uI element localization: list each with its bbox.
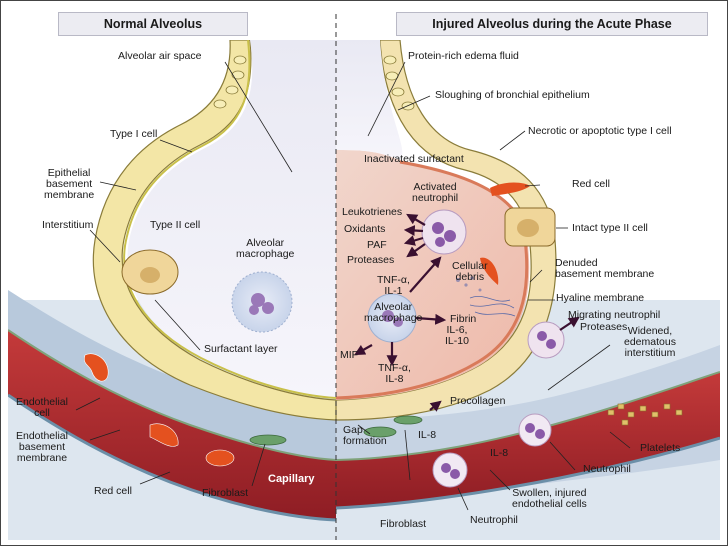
label-widened-interstitium: Widened, edematous interstitium [624,325,676,359]
label-proteases-center: Proteases [347,254,395,266]
leader-lines [75,61,631,511]
label-platelets: Platelets [640,442,681,454]
migrating-neutrophil [527,321,565,359]
label-red-cell-left: Red cell [94,485,132,497]
signal-arrows [354,213,580,412]
neutrophils-capillary [432,413,552,488]
title-injured: Injured Alveolus during the Acute Phase [396,12,708,36]
label-procollagen: Procollagen [450,395,506,407]
label-sloughing-bronchial-epithelium: Sloughing of bronchial epithelium [435,89,590,101]
normal-alveolus [8,40,336,522]
label-tnf-il1: TNF-α, IL-1 [377,274,410,297]
label-type-i-cell: Type I cell [110,128,158,140]
label-epithelial-basement-membrane: Epithelial basement membrane [44,167,95,201]
label-endothelial-cell: Endothelial cell [16,396,68,419]
label-intact-type-ii-cell: Intact type II cell [572,222,648,234]
platelets-cluster [607,403,683,426]
label-inactivated-surfactant: Inactivated surfactant [364,153,464,165]
label-il8-a: IL-8 [418,429,437,441]
label-hyaline-membrane: Hyaline membrane [556,292,645,304]
type-ii-cell [121,249,179,295]
label-capillary: Capillary [268,473,315,485]
label-proteases-right: Proteases [580,321,628,333]
label-oxidants: Oxidants [344,223,386,235]
label-swollen-endothelial-cells: Swollen, injured endothelial cells [512,487,587,510]
injured-alveolus [336,40,720,510]
label-necrotic-type-i-cell: Necrotic or apoptotic type I cell [528,125,672,137]
label-endothelial-basement-membrane: Endothelial basement membrane [16,430,68,464]
label-alveolar-air-space: Alveolar air space [118,50,202,62]
red-cells-left [84,353,235,467]
label-gap-formation: Gap formation [343,424,387,447]
macrophage-left [231,271,293,333]
label-fibroblast-left: Fibroblast [202,487,249,499]
label-paf: PAF [367,239,387,251]
activated-neutrophil [421,209,467,255]
label-denuded-basement-membrane: Denuded basement membrane [555,257,655,280]
label-type-ii-cell: Type II cell [150,219,201,231]
label-alveolar-macrophage: Alveolar macrophage [236,237,295,260]
label-tnf-il8: TNF-α, IL-8 [378,362,411,385]
label-il6-il10: IL-6, IL-10 [445,324,469,347]
label-surfactant-layer: Surfactant layer [204,343,278,355]
capillary-left [8,330,336,520]
label-migrating-neutrophil: Migrating neutrophil [568,309,661,321]
label-fibrin: Fibrin [450,313,477,325]
label-alveolar-macrophage-right: Alveolar macrophage [364,301,423,324]
label-cellular-debris: Cellular debris [452,260,488,283]
macrophage-right [367,293,417,343]
label-fibroblast-right: Fibroblast [380,518,427,530]
label-mif: MIF [340,349,359,361]
label-interstitium: Interstitium [42,219,94,231]
label-leukotrienes: Leukotrienes [342,206,403,218]
cellular-debris [456,276,482,292]
label-neutrophil-bottom: Neutrophil [470,514,518,526]
label-neutrophil-mid: Neutrophil [583,463,631,475]
label-protein-rich-edema-fluid: Protein-rich edema fluid [408,50,519,62]
fibrin-strands [469,296,516,317]
label-activated-neutrophil: Activated neutrophil [412,181,459,204]
label-red-cell-right: Red cell [572,178,610,190]
title-normal: Normal Alveolus [58,12,248,36]
label-il8-b: IL-8 [490,447,509,459]
red-cells-right [480,182,530,285]
intact-type-ii-cell [504,207,556,247]
